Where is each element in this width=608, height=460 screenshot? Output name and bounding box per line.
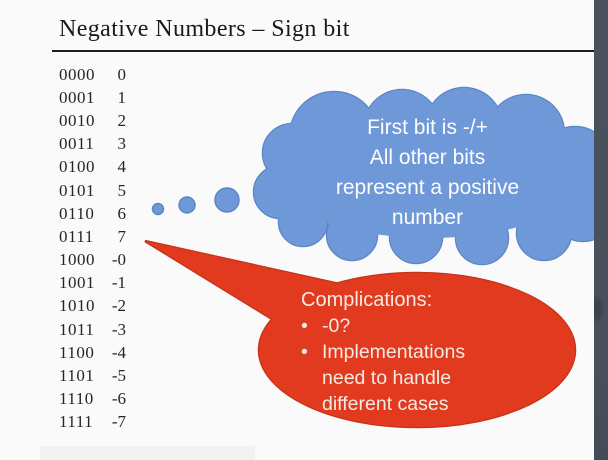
table-row: 0101 5 <box>59 179 126 202</box>
table-row: 0011 3 <box>59 133 126 156</box>
bullet-glyph: • <box>301 315 308 337</box>
value-cell: 6 <box>117 203 127 223</box>
value-cell: -0 <box>111 250 126 270</box>
value-cell: -3 <box>111 319 126 339</box>
binary-cell: 1000 <box>59 250 95 270</box>
binary-cell: 1001 <box>59 273 95 293</box>
binary-cell: 1010 <box>59 296 95 316</box>
slide-title: Negative Numbers – Sign bit <box>59 16 350 42</box>
value-cell: -2 <box>111 296 126 316</box>
value-cell: -4 <box>111 342 126 362</box>
table-row: 0100 4 <box>59 156 126 179</box>
cloud-line: number <box>391 206 464 229</box>
binary-cell: 1100 <box>59 342 95 362</box>
thought-trail-dots <box>151 187 240 216</box>
binary-cell: 0100 <box>59 157 95 177</box>
cloud-line: First bit is -/+ <box>367 116 488 139</box>
value-cell: 7 <box>117 226 127 246</box>
binary-cell: 0101 <box>59 180 95 200</box>
trail-dot-medium <box>178 196 196 214</box>
table-row: 1111 -7 <box>59 411 126 434</box>
binary-cell: 1011 <box>59 319 95 339</box>
bullet-glyph: • <box>301 341 308 363</box>
table-row: 1011 -3 <box>59 318 126 341</box>
value-cell: 0 <box>117 64 127 84</box>
value-cell: -5 <box>111 366 126 386</box>
binary-cell: 0010 <box>59 110 95 130</box>
balloon-bullet-list: • -0? • Implementations need to handle dif… <box>301 313 493 417</box>
value-cell: -1 <box>111 273 126 293</box>
table-row: 1101 -5 <box>59 364 126 387</box>
table-row: 1001 -1 <box>59 272 126 295</box>
table-row: 1010 -2 <box>59 295 126 318</box>
binary-cell: 0011 <box>59 134 95 154</box>
cloud-line: represent a positive <box>335 176 520 199</box>
cloud-line: All other bits <box>369 146 486 169</box>
value-cell: 4 <box>117 157 127 177</box>
binary-cell: 0111 <box>59 226 94 246</box>
value-cell: 5 <box>117 180 127 200</box>
value-cell: -6 <box>111 389 126 409</box>
table-row: 1110 -6 <box>59 388 126 411</box>
value-cell: 1 <box>117 87 127 107</box>
value-cell: -7 <box>111 412 126 432</box>
trail-dot-large <box>214 187 240 213</box>
table-row: 0001 1 <box>59 86 126 109</box>
bullet-text: Implementations need to handle different… <box>322 341 466 415</box>
bullet-text: -0? <box>322 315 351 337</box>
table-row: 0111 7 <box>59 225 126 248</box>
binary-cell: 0000 <box>59 64 95 84</box>
speech-balloon <box>144 239 577 429</box>
table-row: 0010 2 <box>59 109 126 132</box>
balloon-bullet-item: • Implementations need to handle differen… <box>301 339 493 417</box>
balloon-heading: Complications: <box>301 289 433 311</box>
binary-cell: 0001 <box>59 87 95 107</box>
video-frame-side-strip <box>594 0 608 460</box>
side-strip-smudge <box>594 294 605 324</box>
binary-cell: 1111 <box>59 412 94 432</box>
value-cell: 3 <box>117 134 127 154</box>
binary-cell: 1101 <box>59 366 95 386</box>
title-underline <box>52 50 608 52</box>
table-row: 0110 6 <box>59 202 126 225</box>
binary-cell: 1110 <box>59 389 94 409</box>
table-row: 1100 -4 <box>59 341 126 364</box>
value-cell: 2 <box>117 110 127 130</box>
cloud-callout-text: First bit is -/+ All other bits represen… <box>295 113 560 233</box>
balloon-bullet-item: • -0? <box>301 313 493 339</box>
video-artifact-band <box>40 446 255 460</box>
thought-cloud <box>252 86 608 266</box>
table-row: 1000 -0 <box>59 249 126 272</box>
binary-cell: 0110 <box>59 203 95 223</box>
trail-dot-small <box>151 202 165 216</box>
